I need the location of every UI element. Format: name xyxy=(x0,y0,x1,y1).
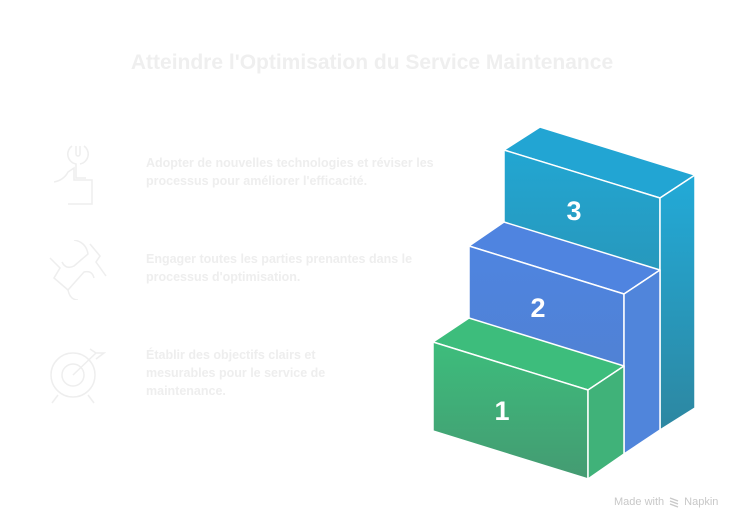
step-3-description: Adopter de nouvelles technologies et rév… xyxy=(146,156,434,188)
handshake-icon xyxy=(49,240,107,300)
step-3-label: 3 xyxy=(566,196,581,226)
step-1-block xyxy=(432,317,625,480)
wrench-thumbs-up-icon xyxy=(54,145,93,205)
footer-attribution: Made with Napkin xyxy=(614,496,718,508)
diagram-title: Atteindre l'Optimisation du Service Main… xyxy=(130,51,614,74)
napkin-logo-icon xyxy=(669,497,679,508)
step-2-label: 2 xyxy=(530,293,545,323)
napkin-brand: Napkin xyxy=(684,496,719,508)
step-2-side xyxy=(623,269,661,455)
step-1-side xyxy=(587,365,625,480)
step-3-side xyxy=(659,174,696,431)
target-icon xyxy=(50,348,106,404)
step-2-description: Engager toutes les parties prenantes dan… xyxy=(146,252,413,284)
step-1-label: 1 xyxy=(494,396,509,426)
made-with-text: Made with xyxy=(614,496,665,508)
step-1-description: Établir des objectifs clairs et mesurabl… xyxy=(146,348,326,398)
